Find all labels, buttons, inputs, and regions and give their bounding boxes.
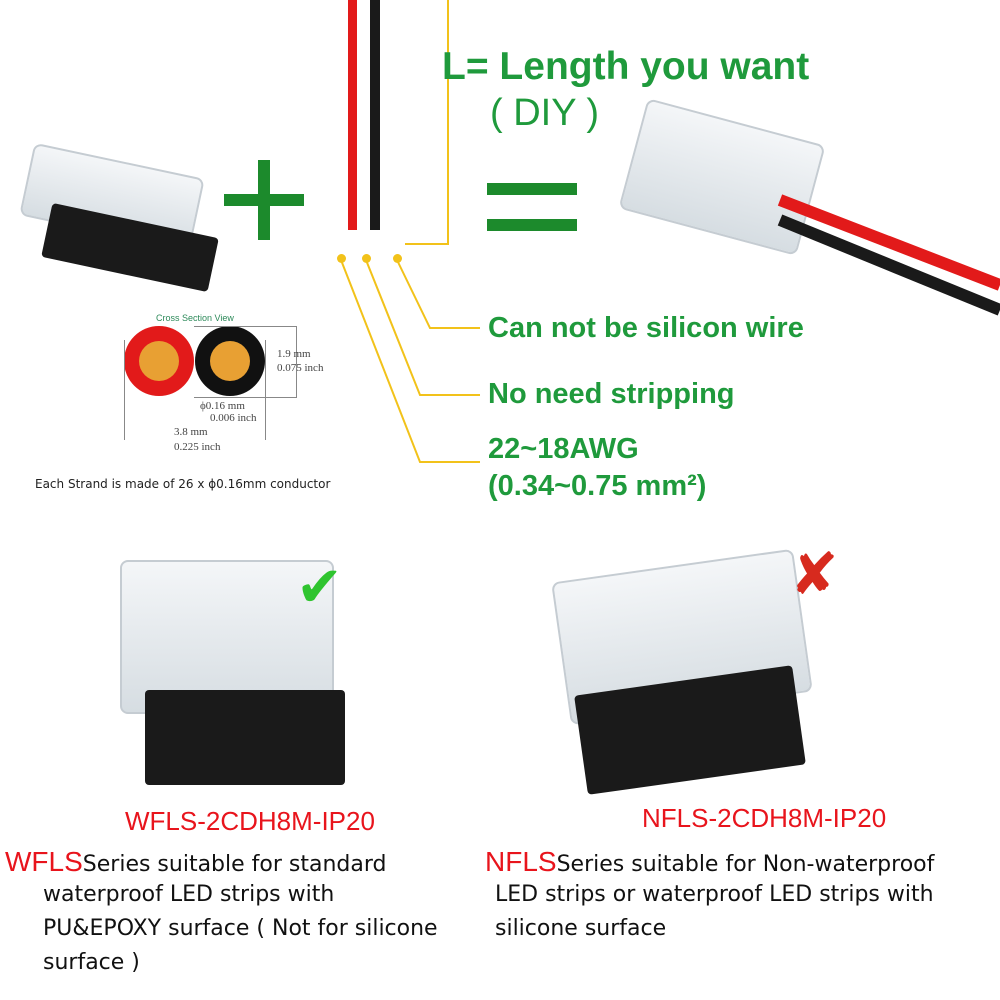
equals-icon [487,183,577,233]
feature-stripping: No need stripping [488,378,735,410]
feature-silicon: Can not be silicon wire [488,312,804,344]
diy-label: ( DIY ) [490,92,600,134]
black-wire-core [210,341,250,381]
nfls-model: NFLS-2CDH8M-IP20 [642,803,887,833]
wire-image [340,0,400,230]
assembled-connector-image [618,98,1000,330]
wfls-series: WFLS [5,846,83,877]
wfls-connector-image [115,560,345,790]
wfls-description-line: Series suitable for standard [82,852,387,877]
nfls-connector-image [551,548,813,795]
wfls-model: WFLS-2CDH8M-IP20 [125,806,375,836]
leader-dot [393,254,402,263]
length-headline: L= Length you want [442,45,810,88]
cross-section-caption: Each Strand is made of 26 x ϕ0.16mm cond… [35,477,331,491]
red-wire-core [139,341,179,381]
wfls-description: WFLSSeries suitable for standard waterpr… [5,846,485,980]
nfls-description-line: Series suitable for Non-waterproof [556,852,935,877]
nfls-description: NFLSSeries suitable for Non-waterproof L… [485,846,1000,946]
height-inch-label: 0.075 inch [277,362,324,374]
leader-dot [337,254,346,263]
check-icon: ✔ [296,555,343,620]
nfls-description-line: silicone surface [495,916,667,941]
leader-line-silicon [396,259,480,329]
cross-x-icon: ✘ [790,540,839,608]
length-marker-line [447,0,449,245]
width-mm-label: 3.8 mm [174,426,208,438]
leader-line-awg [340,259,480,463]
height-dimension-lines [194,326,297,398]
feature-awg: 22~18AWG [488,433,639,465]
strand-inch-label: 0.006 inch [210,412,257,424]
width-dimension-lines [124,340,266,440]
height-mm-label: 1.9 mm [277,348,311,360]
wfls-description-line: waterproof LED strips with [43,882,335,907]
cross-section-diagram: Cross Section View 1.9 mm 0.075 inch ϕ0.… [20,310,360,500]
leader-line-stripping [365,259,480,396]
width-inch-label: 0.225 inch [174,441,221,453]
leader-dot [362,254,371,263]
length-marker-line [405,243,449,245]
feature-area: (0.34~0.75 mm²) [488,470,707,502]
wfls-description-line: surface ) [43,950,140,975]
cross-section-title: Cross Section View [156,313,234,323]
strand-mm-label: ϕ0.16 mm [200,400,245,412]
nfls-series: NFLS [485,846,557,877]
nfls-description-line: LED strips or waterproof LED strips with [495,882,934,907]
wfls-description-line: PU&EPOXY surface ( Not for silicone [43,916,438,941]
plus-icon [224,160,304,240]
